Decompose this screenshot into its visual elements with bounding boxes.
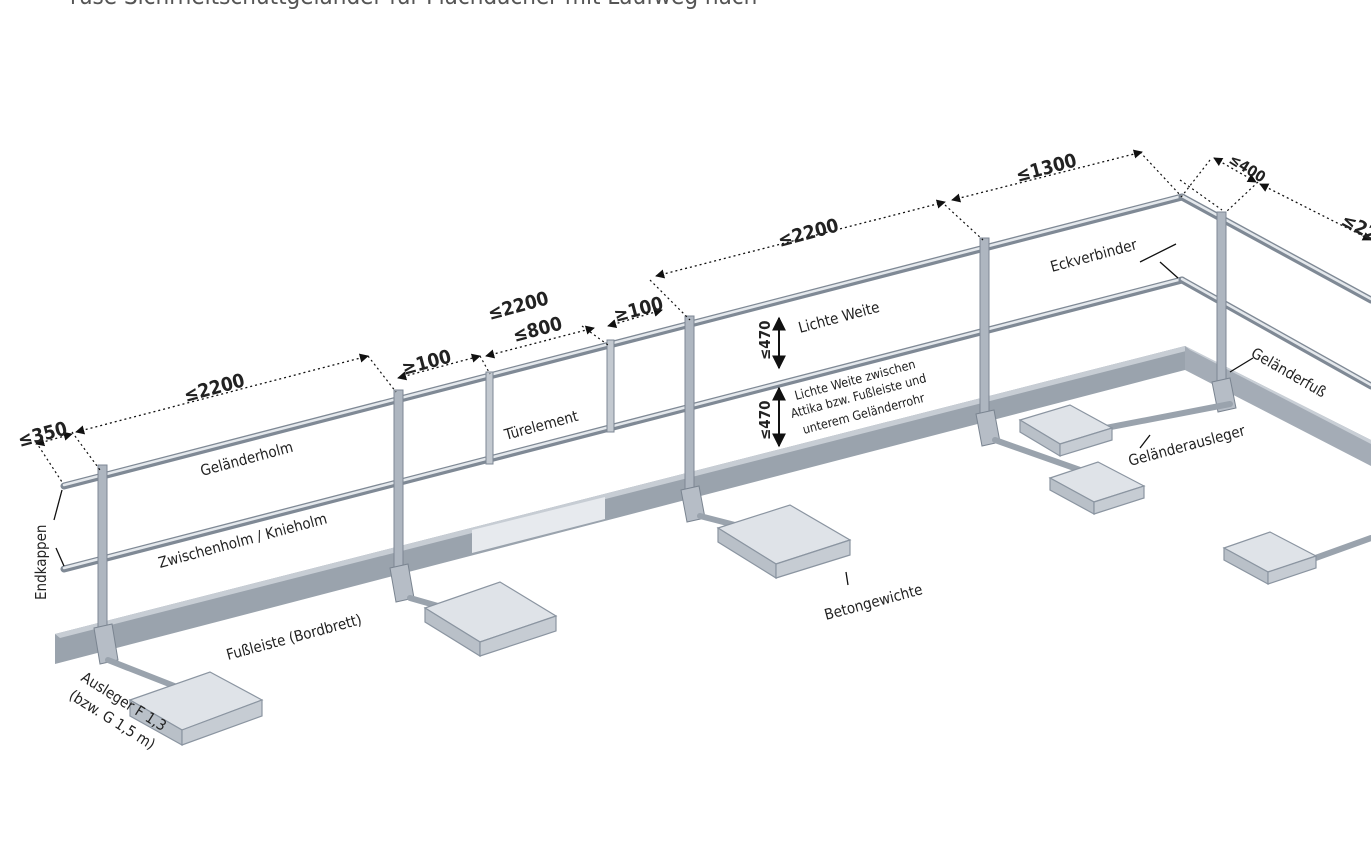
door-post xyxy=(485,371,494,465)
dim-bay4: ≤1300 xyxy=(1014,150,1080,187)
dim-height-upper: ≤470 xyxy=(756,321,774,360)
label-lichte-weite: Lichte Weite xyxy=(796,298,881,337)
label-gelaenderausleger: Geländerausleger xyxy=(1126,421,1247,470)
dim-line-gap-left xyxy=(397,353,481,381)
foot-board xyxy=(55,346,1371,664)
dim-bay1: ≤2200 xyxy=(182,370,248,407)
label-eckverbinder: Eckverbinder xyxy=(1048,235,1139,276)
label-endkappen: Endkappen xyxy=(32,525,50,600)
weight-stack xyxy=(423,581,558,658)
door-post xyxy=(606,339,615,433)
weight-stack xyxy=(128,671,264,747)
post-feet xyxy=(93,377,1237,665)
weight-stack xyxy=(1048,461,1146,516)
dim-bay3: ≤2200 xyxy=(776,215,842,252)
label-betongewichte: Betongewichte xyxy=(822,580,924,624)
dim-line-bay1 xyxy=(75,353,369,435)
post xyxy=(684,315,695,507)
dimension-lines xyxy=(35,149,1371,483)
dim-height-lower: ≤470 xyxy=(756,401,774,440)
weight-stack xyxy=(1222,531,1318,586)
dim-line-gap-right xyxy=(607,307,663,329)
header-text: rüse Sichrheitschuttgeländer für Flachdä… xyxy=(70,0,757,10)
post xyxy=(979,237,990,429)
dim-line-end xyxy=(35,431,73,447)
dim-gap-left: ≥100 xyxy=(400,346,454,380)
dim-line-side xyxy=(1259,183,1371,241)
dim-corner: ≤400 xyxy=(1226,150,1269,186)
label-fussleiste: Fußleiste (Bordbrett) xyxy=(224,610,363,663)
weight-stack xyxy=(1018,404,1114,458)
dim-line-corner xyxy=(1213,157,1257,183)
dim-side: ≤2200 xyxy=(1338,209,1371,258)
dim-line-door xyxy=(485,325,595,359)
dim-gap-right: ≥100 xyxy=(612,293,666,327)
concrete-weights xyxy=(128,404,1318,747)
dim-end: ≤350 xyxy=(16,418,70,452)
dim-door: ≤800 xyxy=(511,313,565,347)
post xyxy=(393,389,404,581)
weight-stack xyxy=(716,504,852,580)
rails xyxy=(60,193,1371,573)
post xyxy=(97,464,108,646)
post xyxy=(1216,211,1227,398)
leader-lines xyxy=(53,243,1254,586)
